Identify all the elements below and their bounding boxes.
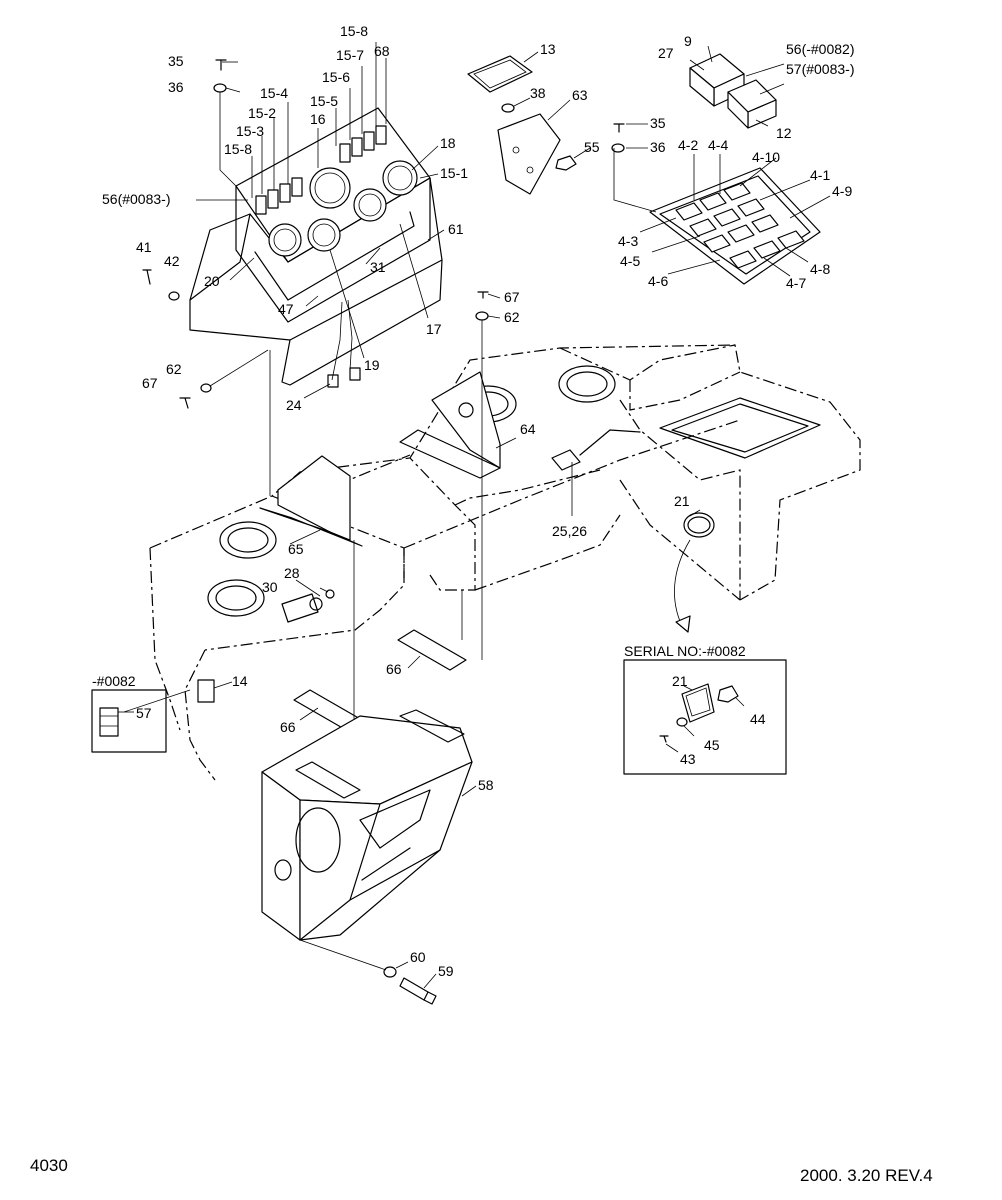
callout-41: 41 [136,239,152,255]
callout-62a: 62 [166,361,182,377]
callout-57-0083: 57(#0083-) [786,61,855,77]
callout-36b: 36 [650,139,666,155]
console-body [149,344,861,781]
callout-47: 47 [278,301,294,317]
callout-4-1: 4-1 [810,167,830,183]
switch-panel [649,53,821,285]
callout-15-6: 15-6 [322,69,350,85]
callout-56-0083: 56(#0083-) [102,191,171,207]
callout-15-1: 15-1 [440,165,468,181]
callout-44: 44 [750,711,766,727]
small-parts [142,55,625,1005]
callout-4-10: 4-10 [752,149,780,165]
callout-4-7: 4-7 [786,275,806,291]
callout-67b: 67 [504,289,520,305]
callout-18: 18 [440,135,456,151]
callout-labels: 35 36 15-8 15-7 68 15-6 15-5 15-4 15-2 1… [92,23,855,979]
callout-4-5: 4-5 [620,253,640,269]
callout-15-4: 15-4 [260,85,288,101]
callout-20: 20 [204,273,220,289]
leader-lines [123,42,831,989]
callout-15-5: 15-5 [310,93,338,109]
callout-15-2: 15-2 [248,105,276,121]
callout-4-9: 4-9 [832,183,852,199]
callout-19: 19 [364,357,380,373]
callout-15-3: 15-3 [236,123,264,139]
callout-15-8b: 15-8 [224,141,252,157]
page-number: 4030 [30,1156,68,1175]
callout-58: 58 [478,777,494,793]
callout-35b: 35 [650,115,666,131]
callout-38: 38 [530,85,546,101]
callout-35a: 35 [168,53,184,69]
small-box-0082 [91,689,167,753]
callout-59: 59 [438,963,454,979]
serial-box [623,659,787,775]
callout-27: 27 [658,45,674,61]
callout-13: 13 [540,41,556,57]
small-box-title: -#0082 [92,673,136,689]
callout-42: 42 [164,253,180,269]
callout-55: 55 [584,139,600,155]
callout-36a: 36 [168,79,184,95]
callout-17: 17 [426,321,442,337]
callout-31: 31 [370,259,386,275]
callout-45: 45 [704,737,720,753]
callout-12: 12 [776,125,792,141]
callout-28: 28 [284,565,300,581]
callout-21a: 21 [674,493,690,509]
callout-65: 65 [288,541,304,557]
callout-66a: 66 [386,661,402,677]
callout-64: 64 [520,421,536,437]
callout-66b: 66 [280,719,296,735]
revision-date: 2000. 3.20 REV.4 [800,1166,933,1185]
callout-9: 9 [684,33,692,49]
callout-4-3: 4-3 [618,233,638,249]
callout-63: 63 [572,87,588,103]
callout-43: 43 [680,751,696,767]
callout-14: 14 [232,673,248,689]
callout-16: 16 [310,111,326,127]
callout-4-4: 4-4 [708,137,728,153]
callout-24: 24 [286,397,302,413]
callout-30: 30 [262,579,278,595]
callout-67a: 67 [142,375,158,391]
callout-25-26: 25,26 [552,523,587,539]
callout-56-0082: 56(-#0082) [786,41,855,57]
callout-68: 68 [374,43,390,59]
callout-15-8a: 15-8 [340,23,368,39]
callout-4-8: 4-8 [810,261,830,277]
callout-15-7: 15-7 [336,47,364,63]
callout-60: 60 [410,949,426,965]
callout-21b: 21 [672,673,688,689]
callout-57: 57 [136,705,152,721]
callout-62b: 62 [504,309,520,325]
callout-4-6: 4-6 [648,273,668,289]
box-58 [261,709,473,941]
callout-4-2: 4-2 [678,137,698,153]
instrument-panel [189,107,443,388]
serial-box-title: SERIAL NO:-#0082 [624,643,746,659]
callout-61: 61 [448,221,464,237]
